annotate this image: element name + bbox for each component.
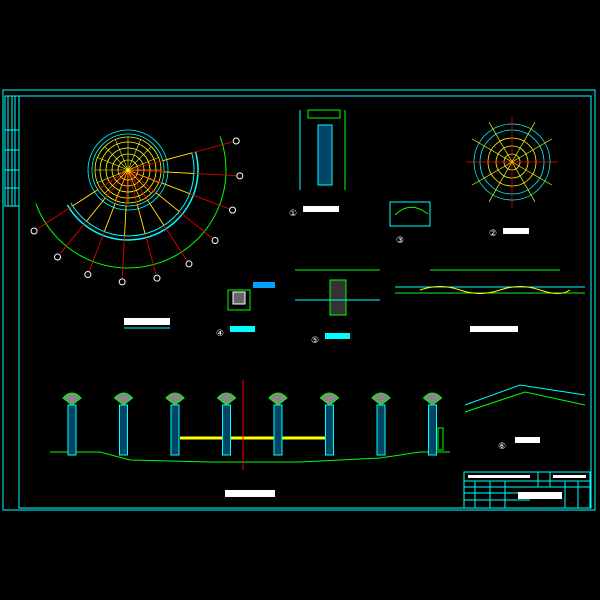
marker-6: ⑥ (498, 442, 506, 452)
center-spoke (97, 169, 129, 183)
radial-axis (511, 121, 536, 163)
center-spoke (127, 139, 141, 171)
column-capital (371, 392, 391, 406)
radial-axis (488, 121, 513, 163)
path-arc (66, 151, 199, 241)
detail-section-path (395, 269, 585, 294)
center-spoke (115, 139, 129, 171)
center-spoke (127, 157, 159, 171)
marker-2: ② (489, 229, 497, 239)
center-spoke (127, 169, 141, 201)
axis-bubble (84, 271, 92, 279)
axis-bubble (211, 236, 219, 244)
paving-line (163, 171, 194, 174)
outer-arc (35, 136, 227, 269)
paving-line (86, 197, 106, 222)
detail-section-4 (227, 282, 275, 311)
human-figure (437, 427, 444, 451)
elevation-view (50, 380, 450, 470)
column-capital (268, 392, 288, 406)
column (376, 404, 386, 456)
fan-plan-view (30, 129, 244, 286)
axis-bubble (153, 274, 161, 282)
detail-markers: ① ② ③ ④ ⑤ ⑥ (216, 209, 506, 452)
axis-bubble (118, 278, 126, 286)
paving-line (124, 205, 127, 236)
ground-line (50, 451, 450, 463)
column (67, 404, 77, 456)
marker-1: ① (289, 209, 297, 219)
axis-bubble (30, 227, 38, 235)
plan-ring (91, 133, 165, 207)
center-spoke (97, 157, 129, 171)
marker-4: ④ (216, 329, 224, 339)
radial-axis (488, 161, 513, 203)
center-spoke (127, 146, 152, 171)
column-capital (422, 392, 443, 406)
radial-axis (511, 161, 536, 203)
axis-bubble (185, 260, 193, 268)
column-capital (165, 392, 185, 406)
circular-plan-view (466, 116, 558, 208)
axis-bubble (229, 206, 237, 214)
detail-section-3 (389, 201, 431, 227)
title-block (463, 471, 591, 509)
axis-bubble (232, 137, 240, 145)
column (273, 404, 283, 456)
radial-axis (471, 161, 513, 186)
detail-section-5 (295, 269, 380, 316)
radial-axis (511, 161, 553, 186)
view-titles (124, 206, 540, 497)
column (428, 404, 437, 456)
column-capital (319, 392, 340, 406)
marker-5: ⑤ (311, 336, 319, 346)
center-spoke (127, 169, 152, 194)
column-capital (62, 392, 82, 406)
column-capital (216, 392, 237, 406)
detail-section-1 (299, 109, 346, 190)
center-spoke (127, 169, 159, 183)
paving-line (162, 152, 192, 162)
paving-line (155, 192, 180, 212)
detail-section-6 (464, 384, 586, 413)
column (325, 404, 334, 456)
radial-axis (511, 138, 553, 163)
axis-bubble (54, 253, 62, 261)
column-capital (113, 392, 134, 406)
column (222, 404, 231, 456)
path-arc (70, 152, 195, 237)
center-spoke (104, 169, 129, 194)
paving-line (72, 189, 99, 207)
axis-bubble (236, 172, 244, 180)
center-spoke (104, 146, 129, 171)
column (170, 404, 180, 456)
radial-axis (471, 138, 513, 163)
paving-line (103, 203, 116, 232)
plan-ring (87, 129, 169, 211)
column (119, 404, 128, 456)
marker-3: ③ (396, 236, 404, 246)
paving-line (136, 204, 146, 234)
center-spoke (115, 169, 129, 201)
paving-line (161, 182, 190, 195)
drawing-frame (2, 89, 596, 511)
paving-line (147, 199, 165, 226)
